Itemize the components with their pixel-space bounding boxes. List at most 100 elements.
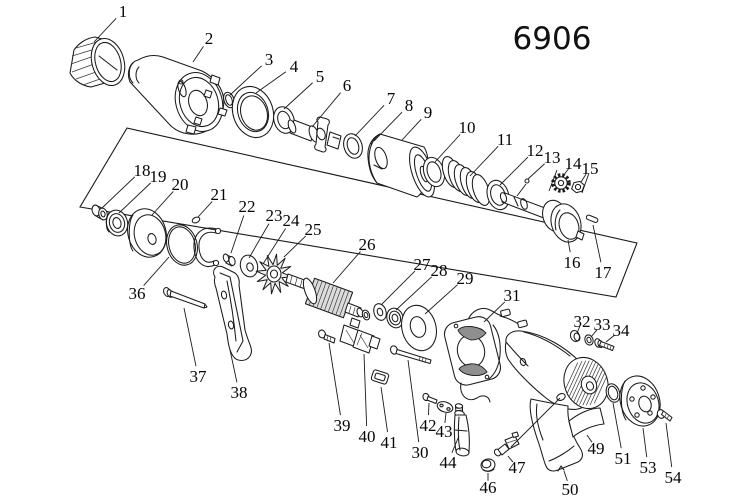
part-29-insulation-washer bbox=[401, 304, 437, 352]
part-20-bearing-retainer bbox=[127, 208, 167, 258]
leader-line-30 bbox=[407, 359, 420, 443]
leader-line-10 bbox=[434, 134, 461, 163]
part-number-label-8: 8 bbox=[405, 96, 414, 115]
part-2-hammer-case bbox=[127, 55, 228, 135]
callout-bracket-line-4 bbox=[510, 397, 561, 448]
part-47-switch-connector bbox=[493, 431, 520, 457]
leader-line-40 bbox=[363, 353, 368, 427]
part-number-label-38: 38 bbox=[231, 383, 248, 402]
leader-line-5 bbox=[283, 82, 313, 110]
part-number-label-29: 29 bbox=[457, 269, 474, 288]
part-37-screw-long bbox=[163, 287, 208, 309]
leader-line-23 bbox=[248, 223, 270, 259]
part-39-screw bbox=[317, 329, 336, 344]
part-number-label-49: 49 bbox=[588, 439, 605, 458]
leader-line-38 bbox=[229, 349, 238, 383]
part-number-label-7: 7 bbox=[387, 89, 396, 108]
part-number-label-15: 15 bbox=[582, 159, 599, 178]
leader-line-6 bbox=[311, 92, 341, 128]
part-number-label-47: 47 bbox=[509, 458, 527, 477]
part-33-ring bbox=[584, 334, 594, 346]
part-number-label-37: 37 bbox=[190, 367, 208, 386]
part-number-label-10: 10 bbox=[459, 118, 476, 137]
leader-line-42 bbox=[428, 402, 430, 416]
part-22-retaining-ring bbox=[193, 227, 222, 267]
part-31-field-stator bbox=[443, 307, 528, 403]
leader-line-9 bbox=[401, 119, 422, 141]
callout-bracket-line-3 bbox=[516, 183, 527, 197]
leader-line-47 bbox=[507, 455, 514, 463]
leader-line-21 bbox=[197, 201, 213, 218]
part-number-label-46: 46 bbox=[480, 478, 497, 497]
part-11-spring bbox=[441, 156, 491, 206]
part-number-label-26: 26 bbox=[359, 235, 376, 254]
part-number-label-42: 42 bbox=[420, 416, 437, 435]
part-number-label-31: 31 bbox=[504, 286, 521, 305]
part-13-pin bbox=[524, 178, 530, 184]
part-number-label-44: 44 bbox=[440, 453, 458, 472]
callout-bracket-line-1 bbox=[548, 169, 558, 192]
part-19-bearing bbox=[105, 209, 129, 237]
part-number-label-50: 50 bbox=[562, 480, 579, 499]
part-40-brush-holder bbox=[339, 317, 381, 354]
leader-line-12 bbox=[499, 156, 529, 186]
part-number-label-20: 20 bbox=[172, 175, 189, 194]
part-number-label-34: 34 bbox=[613, 321, 631, 340]
leader-line-7 bbox=[354, 104, 385, 137]
leader-line-4 bbox=[255, 71, 287, 94]
leader-line-33 bbox=[590, 329, 598, 338]
part-number-label-53: 53 bbox=[640, 458, 657, 477]
part-6-anvil bbox=[287, 116, 342, 153]
part-number-label-40: 40 bbox=[359, 427, 376, 446]
part-number-label-12: 12 bbox=[527, 141, 544, 160]
part-number-label-18: 18 bbox=[134, 161, 151, 180]
part-number-label-9: 9 bbox=[424, 103, 433, 122]
part-number-label-14: 14 bbox=[565, 154, 583, 173]
leader-line-1 bbox=[93, 17, 117, 43]
part-number-label-21: 21 bbox=[211, 185, 228, 204]
part-51-o-ring bbox=[605, 383, 621, 403]
leader-line-34 bbox=[605, 335, 615, 343]
leader-line-36 bbox=[143, 256, 170, 286]
part-number-label-13: 13 bbox=[544, 148, 561, 167]
leader-line-51 bbox=[612, 402, 622, 449]
callout-bracket-line-2 bbox=[581, 172, 590, 194]
part-30-screw-long bbox=[389, 345, 432, 365]
leader-line-29 bbox=[424, 284, 458, 315]
part-9-hammer bbox=[367, 133, 435, 198]
leader-line-3 bbox=[229, 65, 262, 96]
part-1-grip-cone bbox=[69, 36, 126, 88]
part-18-bushing bbox=[91, 204, 108, 221]
leader-line-8 bbox=[373, 111, 403, 142]
leader-line-19 bbox=[118, 182, 152, 214]
subassembly-frame bbox=[79, 127, 638, 298]
leader-line-31 bbox=[483, 301, 506, 323]
part-16-spindle bbox=[499, 192, 585, 243]
part-number-label-33: 33 bbox=[594, 315, 611, 334]
part-number-label-1: 1 bbox=[119, 2, 128, 21]
part-3-ring bbox=[223, 91, 235, 109]
part-number-label-23: 23 bbox=[266, 206, 283, 225]
leader-line-50 bbox=[563, 470, 568, 482]
part-number-label-25: 25 bbox=[305, 220, 322, 239]
model-number: 6906 bbox=[513, 21, 592, 57]
leader-line-41 bbox=[380, 386, 389, 433]
leader-line-22 bbox=[230, 215, 245, 254]
leader-line-26 bbox=[332, 251, 361, 284]
leader-line-2 bbox=[192, 46, 204, 63]
part-7-ring bbox=[343, 133, 363, 159]
part-number-label-5: 5 bbox=[316, 67, 325, 86]
part-number-label-54: 54 bbox=[665, 468, 683, 487]
leader-line-14 bbox=[562, 168, 569, 177]
part-number-label-19: 19 bbox=[150, 167, 167, 186]
leader-line-43 bbox=[444, 412, 447, 423]
leader-line-13 bbox=[527, 163, 545, 180]
part-32-brush-cap bbox=[569, 330, 581, 342]
part-44-post bbox=[453, 403, 470, 457]
part-27-washer bbox=[373, 303, 387, 321]
part-38-baffle-plate bbox=[213, 265, 252, 362]
leader-line-17 bbox=[592, 224, 602, 263]
leader-line-25 bbox=[283, 235, 307, 258]
